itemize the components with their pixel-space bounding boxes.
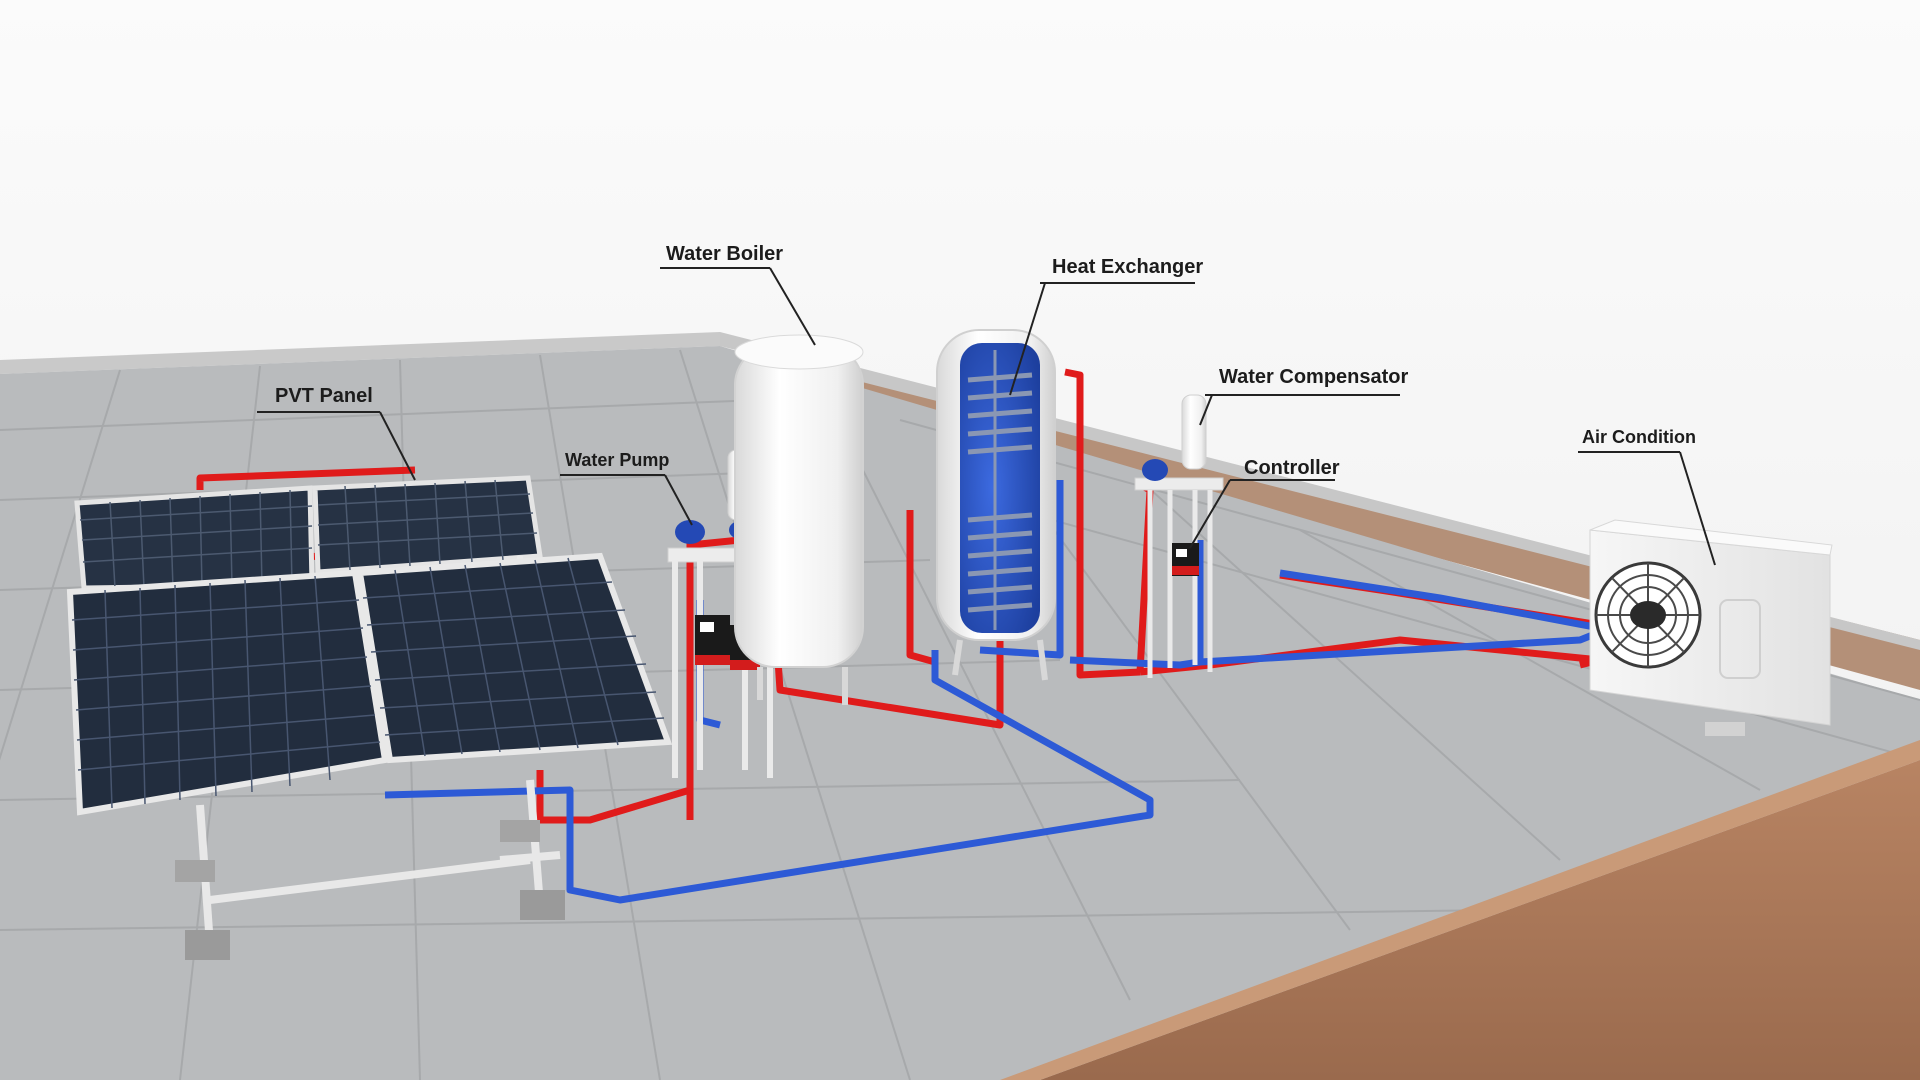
label-water-pump: Water Pump xyxy=(560,450,693,526)
label-heat-exchanger: Heat Exchanger xyxy=(1009,256,1203,396)
pvt-panel-front-row xyxy=(66,552,673,960)
label-text-pvt-panel: PVT Panel xyxy=(275,385,373,407)
soil-top-edge xyxy=(1000,740,1920,1080)
label-text-heat-exchanger: Heat Exchanger xyxy=(1052,256,1203,278)
cold-pipes xyxy=(384,480,1602,904)
water-boiler-tank xyxy=(734,334,864,705)
label-controller: Controller xyxy=(1189,457,1340,549)
label-water-boiler: Water Boiler xyxy=(660,243,816,346)
label-water-compensator: Water Compensator xyxy=(1199,366,1409,426)
label-text-controller: Controller xyxy=(1244,457,1340,479)
heat-exchanger-tank xyxy=(936,329,1056,681)
back-parapet xyxy=(0,332,720,374)
label-text-air-condition: Air Condition xyxy=(1582,427,1696,447)
pvt-panel-back-row xyxy=(74,475,543,591)
label-air-condition: Air Condition xyxy=(1578,427,1716,566)
label-pvt-panel: PVT Panel xyxy=(257,385,416,481)
air-condition-unit xyxy=(1589,519,1833,736)
controller-stand xyxy=(1134,394,1224,678)
label-text-water-pump: Water Pump xyxy=(565,450,669,470)
label-text-water-compensator: Water Compensator xyxy=(1219,366,1409,388)
label-text-water-boiler: Water Boiler xyxy=(666,243,783,265)
